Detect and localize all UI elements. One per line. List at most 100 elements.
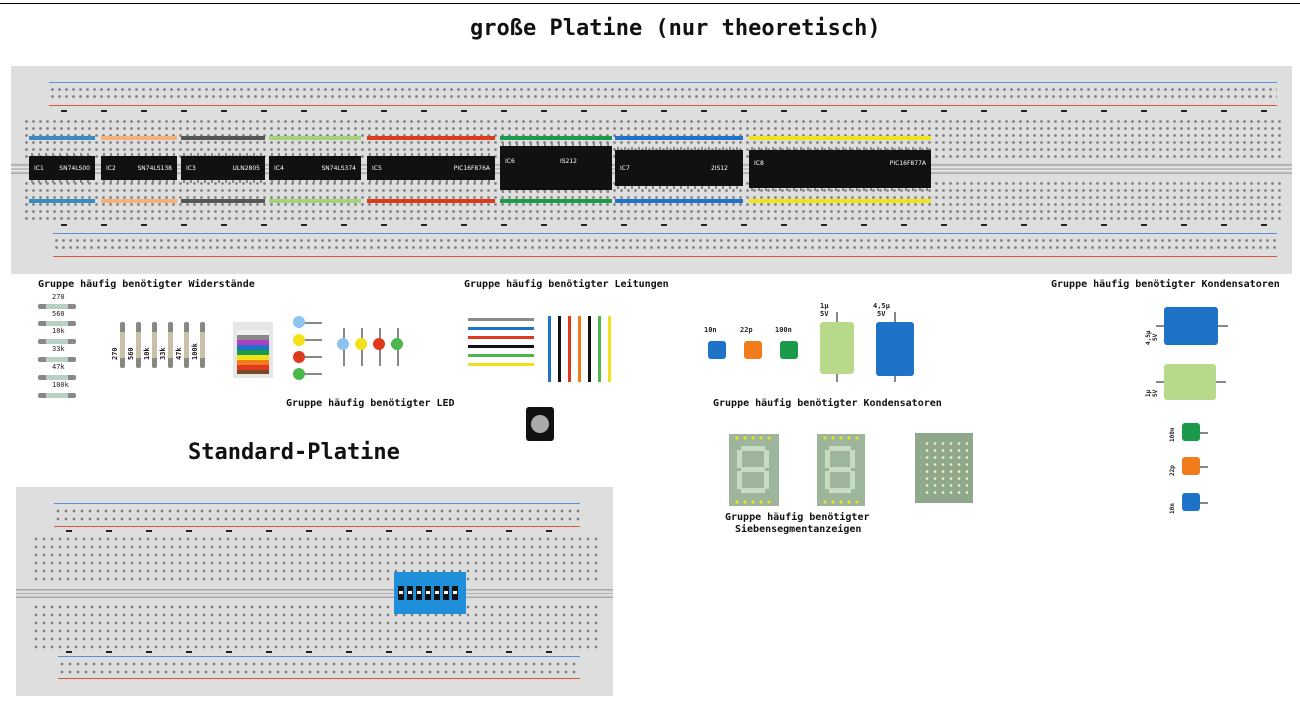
resistor-270[interactable] [38,304,76,309]
cap-right-small-labels: 100n 22p 10n [1169,427,1176,514]
led-row-yellow[interactable] [355,338,367,350]
capacitor-1u[interactable] [820,322,854,374]
wire-bar-ic7-top [615,136,743,140]
dip-switch[interactable] [394,572,466,614]
wire-bar-ic5-bottom [367,199,495,203]
led-yellow[interactable] [293,334,305,346]
resistor-33k[interactable] [38,357,76,362]
wire-bar-ic6-top [500,136,612,140]
resistor-100k[interactable] [38,393,76,398]
cap-label-10n: 10n [704,326,717,334]
capacitor-right-22p[interactable] [1182,457,1200,475]
seven-segment-display-2[interactable] [817,434,865,506]
res-label-33k: 33k [52,345,65,353]
vresistor-47k[interactable] [184,322,189,368]
vres-label-560: 560 [127,347,135,360]
resistor-list-horizontal: 270 560 10k 33k 47k 100k [38,293,88,405]
capacitor-10n[interactable] [708,341,726,359]
big-bottom-rail-red [53,256,1277,257]
capacitor-100n[interactable] [780,341,798,359]
cap-label-22p: 22p [740,326,753,334]
wire-bar-ic3-top [181,136,265,140]
led-column [290,310,322,380]
cap-label-100n: 100n [775,326,792,334]
led-row-lightblue[interactable] [337,338,349,350]
capacitor-4-5u[interactable] [876,322,914,376]
led-red[interactable] [293,351,305,363]
standard-breadboard [16,487,613,696]
std-bottom-dashes [66,651,576,653]
std-bottom-terminal-holes [32,603,598,651]
vresistor-labels: 270 560 10k 33k 47k 100k [111,342,199,360]
vres-label-100k: 100k [191,342,199,360]
wire-set-vertical [546,316,614,382]
caption-capacitors-mid: Gruppe häufig benötigter Kondensatoren [713,398,942,409]
vresistor-560[interactable] [136,322,141,368]
res-label-560: 560 [52,310,65,318]
res-label-100k: 100k [52,381,69,389]
led-lightblue[interactable] [293,316,305,328]
wire-bar-ic8-bottom [749,199,931,203]
wire-bar-ic8-top [749,136,931,140]
top-rule [0,3,1300,4]
res-label-10k: 10k [52,327,65,335]
resistor-47k[interactable] [38,375,76,380]
resistor-560[interactable] [38,321,76,326]
capacitor-right-1u[interactable] [1164,364,1216,400]
caption-resistors: Gruppe häufig benötigter Widerstände [38,279,255,290]
svg-text:5V: 5V [1152,333,1159,341]
vresistor-10k[interactable] [152,322,157,368]
led-green[interactable] [293,368,305,380]
wire-bar-ic4-top [269,136,361,140]
led-row-green[interactable] [391,338,403,350]
std-top-terminal-holes [32,535,598,583]
wire-bar-ic6-bottom [500,199,612,203]
big-bottom-power-holes [53,237,1277,253]
vres-label-33k: 33k [159,347,167,360]
vresistor-270[interactable] [120,322,125,368]
svg-text:22p: 22p [1169,465,1176,476]
dot-matrix-display[interactable] [915,433,973,503]
big-top-power-holes [49,86,1277,102]
push-button[interactable] [526,407,554,441]
capacitor-22p[interactable] [744,341,762,359]
wire-bar-ic7-bottom [615,199,743,203]
caption-wires: Gruppe häufig benötigter Leitungen [464,279,669,290]
big-top-rail-red [49,105,1277,106]
std-bottom-rail-blue [58,656,580,657]
big-bottom-rail-blue [53,233,1277,234]
svg-text:5V: 5V [1152,389,1159,397]
vresistor-33k[interactable] [168,322,173,368]
capacitor-right-100n[interactable] [1182,423,1200,441]
wire-bar-ic3-bottom [181,199,265,203]
caption-sevenseg-2: Siebensegmentanzeigen [735,524,862,535]
big-top-rail-blue [49,82,1277,83]
vres-label-10k: 10k [143,347,151,360]
svg-text:100n: 100n [1169,427,1176,442]
vres-label-47k: 47k [175,347,183,360]
color-band-stack [233,322,273,378]
res-label-47k: 47k [52,363,65,371]
std-top-dashes [66,530,576,532]
capacitor-right-10n[interactable] [1182,493,1200,511]
capacitor-right-4-5u[interactable] [1164,307,1218,345]
vresistor-100k[interactable] [200,322,205,368]
resistor-10k[interactable] [38,339,76,344]
vres-label-270: 270 [111,347,119,360]
wire-bar-ic2-bottom [101,199,177,203]
svg-text:10n: 10n [1169,503,1176,514]
wire-bar-ic4-bottom [269,199,361,203]
svg-text:4,5µ: 4,5µ [873,302,891,310]
led-row-red[interactable] [373,338,385,350]
big-board-title: große Platine (nur theoretisch) [470,16,881,41]
seven-segment-display-1[interactable] [729,434,779,506]
